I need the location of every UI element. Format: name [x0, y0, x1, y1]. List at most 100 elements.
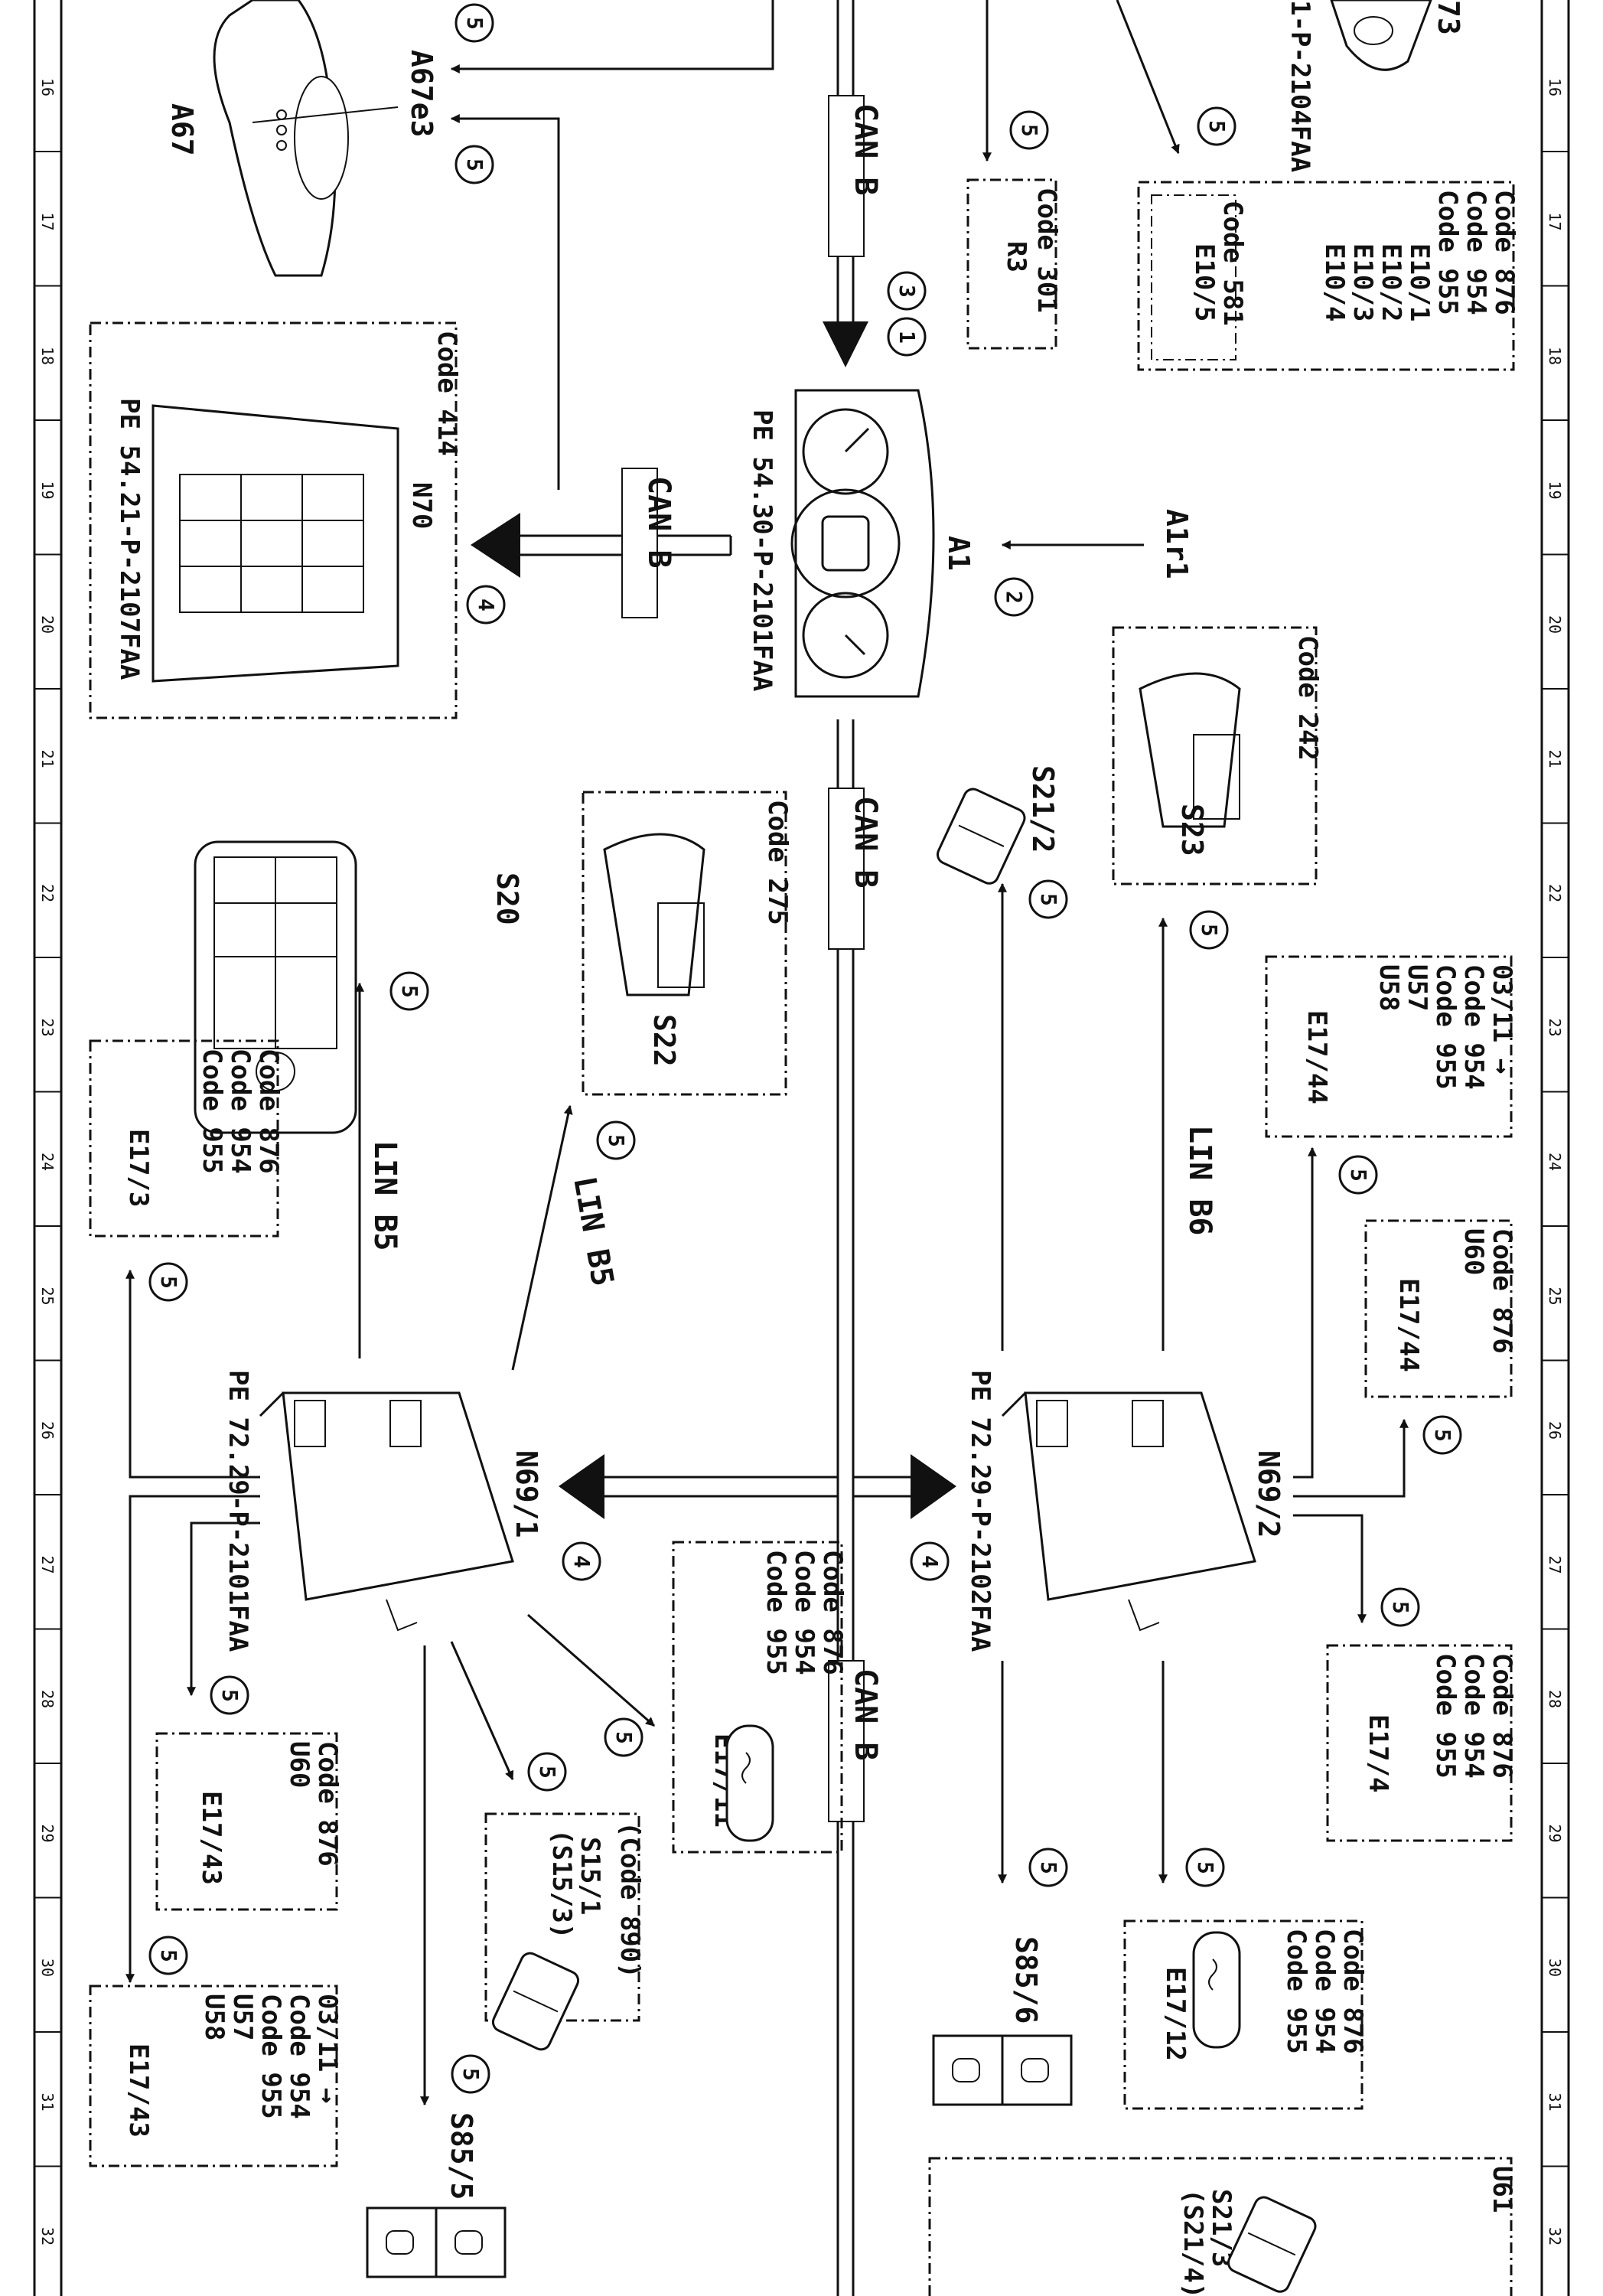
- svg-text:U58: U58: [199, 1994, 230, 2040]
- n69-1-pe-reference: PE 72.29-P-2101FAA: [223, 1370, 253, 1652]
- s22-label: S22: [647, 1014, 681, 1067]
- marker-number: 4: [569, 1555, 595, 1568]
- marker-circle: [210, 1675, 249, 1715]
- code-box-e17-4: Code 876 Code 954 Code 955 E17/4: [1326, 1644, 1517, 1842]
- can-b-label-mid: CAN B: [828, 788, 883, 950]
- marker-number: 3: [894, 285, 920, 298]
- marker-circle: [1422, 1415, 1462, 1455]
- top-num-label: 73: [1432, 0, 1465, 35]
- svg-text:Code 954: Code 954: [1458, 964, 1489, 1090]
- svg-text:E10/5: E10/5: [1189, 243, 1220, 321]
- marker-circle: [389, 971, 429, 1011]
- s85-6-label: S85/6: [1009, 1936, 1043, 2024]
- n70-control-panel-icon: [152, 404, 399, 683]
- svg-text:E17/43: E17/43: [196, 1791, 226, 1885]
- svg-text:CAN B: CAN B: [641, 476, 676, 568]
- s21-2-switch-icon: [936, 788, 1026, 885]
- ruler-label: 30: [1546, 1958, 1564, 1977]
- ruler-label: 22: [1546, 884, 1564, 902]
- marker-number: 4: [917, 1555, 943, 1568]
- ruler-label: 20: [38, 615, 57, 634]
- marker-circle: [455, 3, 494, 43]
- ruler-label: 17: [1546, 213, 1564, 231]
- ruler-label: 26: [38, 1421, 57, 1440]
- lin-b5-label-b: LIN B5: [566, 1174, 620, 1289]
- s20-label: S20: [490, 872, 524, 925]
- svg-text:E17/44: E17/44: [1302, 1010, 1332, 1104]
- marker-circle: [1197, 106, 1236, 146]
- marker-circle: [451, 2054, 490, 2094]
- code-box-e10: Code 876 Code 954 Code 955 E10/1 E10/2 E…: [1137, 181, 1520, 371]
- marker-circle: [596, 1120, 636, 1160]
- code-box-s23: Code 242: [1112, 626, 1323, 885]
- marker-circle: [148, 1936, 188, 1975]
- marker-circle: [604, 1717, 643, 1757]
- a1-label: A1: [942, 536, 976, 571]
- svg-text:CAN B: CAN B: [848, 796, 883, 888]
- a67-mirror-icon: [213, 0, 399, 277]
- marker-number: 5: [397, 985, 422, 998]
- marker-number: 5: [462, 17, 487, 30]
- svg-text:E10/4: E10/4: [1319, 243, 1350, 321]
- svg-text:03/11 →: 03/11 →: [1487, 964, 1517, 1074]
- s85-5-unlock-icon: [435, 2206, 507, 2278]
- svg-text:E10/1: E10/1: [1404, 243, 1435, 321]
- svg-text:Code 955: Code 955: [1430, 1653, 1461, 1779]
- code-box-e17-44-a: 03/11 → Code 954 Code 955 U57 U58 E17/44: [1265, 955, 1517, 1138]
- a1r1-label: A1r1: [1160, 509, 1194, 579]
- marker-number: 5: [535, 1766, 560, 1779]
- svg-text:Code 955: Code 955: [197, 1049, 227, 1174]
- svg-text:Code 954: Code 954: [1309, 1929, 1340, 2054]
- marker-circle: [527, 1752, 567, 1792]
- can-b-arrow-n69-1: [559, 1454, 604, 1519]
- svg-text:Code 242: Code 242: [1292, 635, 1323, 761]
- svg-text:Code 876: Code 876: [1337, 1929, 1368, 2054]
- s15-switch-icon: [491, 1952, 580, 2051]
- svg-text:Code 876: Code 876: [312, 1741, 343, 1867]
- svg-text:E17/44: E17/44: [1393, 1278, 1424, 1372]
- a1-pe-reference: PE 54.30-P-2101FAA: [747, 409, 777, 691]
- ruler-label: 18: [1546, 347, 1564, 365]
- ruler-label: 25: [38, 1287, 57, 1306]
- svg-text:Code 954: Code 954: [1458, 1653, 1489, 1779]
- code-box-u61: U61 S21/3 (S21/4): [928, 2157, 1517, 2296]
- svg-text:Code 876: Code 876: [253, 1049, 284, 1174]
- marker-circle: [994, 577, 1034, 617]
- ruler-label: 16: [1546, 78, 1564, 96]
- svg-text:U57: U57: [1402, 964, 1432, 1011]
- page-ruler-left: [33, 0, 63, 2296]
- code-box-e17-43-a: Code 876 U60 E17/43: [155, 1732, 343, 1911]
- a1-instrument-cluster-icon: [790, 389, 935, 698]
- marker-circle: [1028, 1848, 1068, 1887]
- ruler-label: 32: [38, 2227, 57, 2245]
- s85-5-label: S85/5: [445, 2112, 478, 2200]
- ruler-label: 27: [38, 1556, 57, 1574]
- svg-text:Code 275: Code 275: [762, 800, 793, 925]
- ruler-label: 22: [38, 884, 57, 902]
- ruler-label: 18: [38, 347, 57, 365]
- signal-lines: [125, 882, 1409, 2106]
- can-b-arrow-n69-2: [911, 1454, 956, 1519]
- s23-seat-switch-icon: [1139, 672, 1241, 828]
- s21-4-label: (S21/4): [1178, 2189, 1208, 2296]
- ruler-label: 28: [1546, 1690, 1564, 1708]
- marker-circle: [1028, 879, 1068, 919]
- a67e3-label: A67e3: [405, 50, 438, 137]
- n69-1-control-unit-icon: [259, 1391, 514, 1632]
- svg-text:E10/2: E10/2: [1376, 243, 1406, 321]
- marker-circle: [1189, 910, 1229, 950]
- ruler-label: 20: [1546, 615, 1564, 634]
- marker-number: 5: [217, 1689, 243, 1702]
- svg-text:U57: U57: [227, 1994, 258, 2040]
- marker-number: 5: [1036, 893, 1061, 906]
- marker-circle: [1338, 1155, 1378, 1195]
- can-b-label-top: CAN B: [828, 95, 883, 257]
- ruler-label: 19: [38, 481, 57, 500]
- n70-pe-reference: PE 54.21-P-2107FAA: [114, 398, 145, 680]
- svg-text:Code 876: Code 876: [1487, 1228, 1517, 1354]
- marker-circle: [910, 1541, 950, 1581]
- svg-text:U60: U60: [1458, 1228, 1489, 1275]
- ruler-label: 24: [1546, 1153, 1564, 1171]
- svg-text:Code 301: Code 301: [1031, 188, 1062, 313]
- svg-text:S15/1: S15/1: [575, 1837, 605, 1915]
